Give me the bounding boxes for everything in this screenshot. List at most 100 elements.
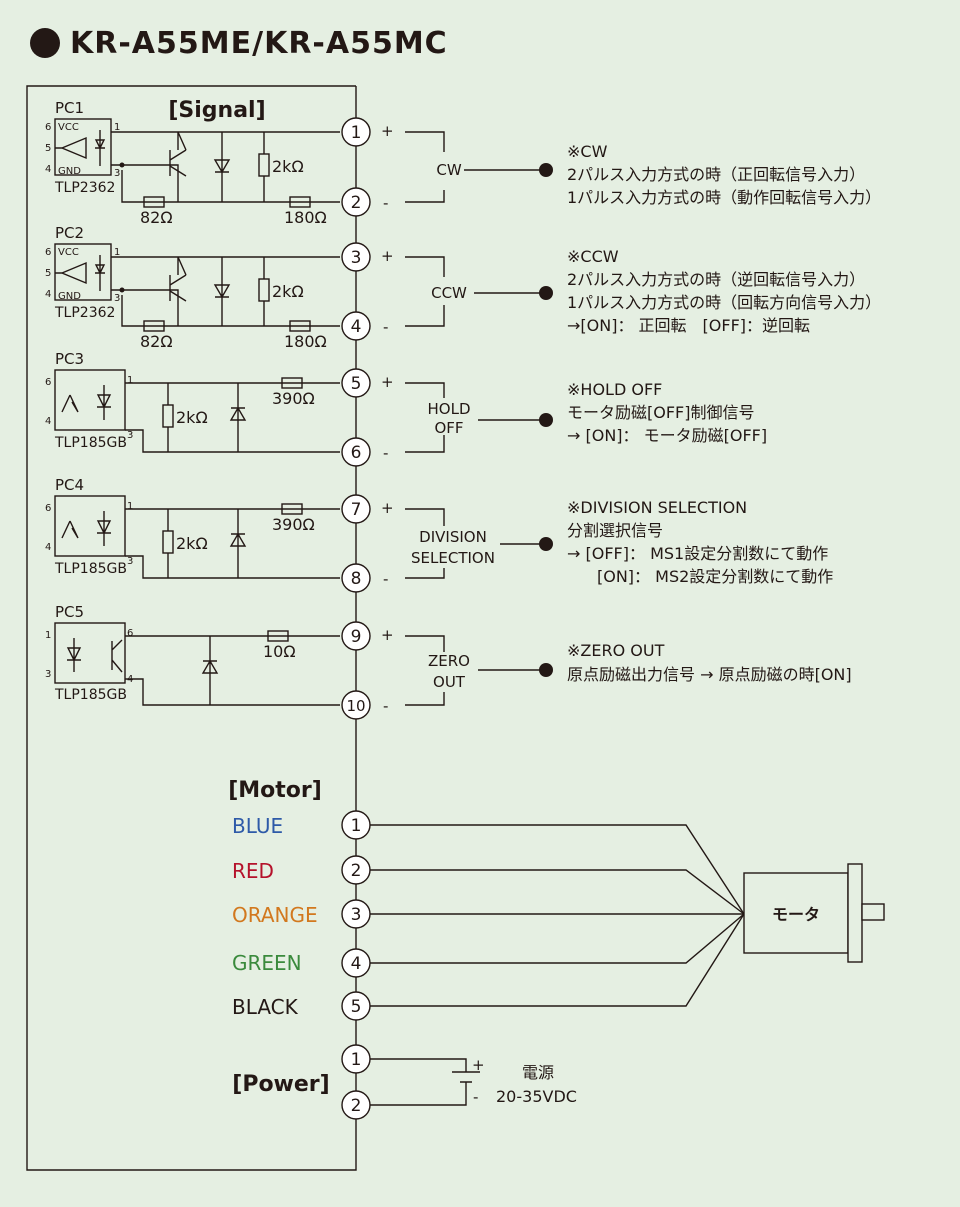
svg-text:2パルス入力方式の時（逆回転信号入力）: 2パルス入力方式の時（逆回転信号入力）: [567, 270, 865, 289]
signal-label-ccw: CCW: [431, 284, 467, 302]
svg-text:6: 6: [45, 503, 51, 514]
power-pin-1: [341, 1044, 371, 1074]
svg-text:1パルス入力方式の時（動作回転信号入力）: 1パルス入力方式の時（動作回転信号入力）: [567, 188, 881, 207]
title-text: KR-A55ME/KR-A55MC: [70, 25, 448, 61]
svg-text:3: 3: [351, 248, 362, 268]
svg-text:1: 1: [127, 375, 133, 386]
pc2-buffer-icon: [55, 261, 87, 285]
svg-text:2kΩ: 2kΩ: [272, 282, 304, 301]
pc4-name: PC4: [55, 476, 84, 494]
pc2-part: TLP2362: [54, 305, 115, 321]
svg-text:180Ω: 180Ω: [284, 332, 327, 351]
signal-pin-9: [341, 621, 371, 651]
svg-text:モータ励磁[OFF]制御信号: モータ励磁[OFF]制御信号: [567, 403, 755, 422]
svg-text:3: 3: [351, 905, 362, 925]
svg-text:※CCW: ※CCW: [567, 247, 619, 266]
svg-text:[ON]： MS2設定分割数にて動作: [ON]： MS2設定分割数にて動作: [597, 567, 833, 586]
signal-pin-7: [341, 494, 371, 524]
svg-text:3: 3: [114, 293, 120, 304]
signal-heading: [Signal]: [168, 98, 265, 123]
svg-text:2: 2: [351, 193, 362, 213]
pc1-chip: [54, 118, 112, 176]
signal-label-cw: CW: [436, 161, 461, 179]
pc3-chip: [54, 369, 126, 431]
motor-wires: BLUE RED ORANGE GREEN BLACK 1 2 3 4 5: [232, 810, 745, 1021]
pc3-phototransistor-icon: [61, 394, 79, 413]
svg-text:6: 6: [45, 377, 51, 388]
svg-text:※HOLD OFF: ※HOLD OFF: [567, 380, 662, 399]
svg-text:10: 10: [346, 697, 365, 715]
svg-text:7: 7: [351, 500, 362, 520]
pc1-res-180-label: 180Ω: [284, 208, 327, 227]
svg-text:-: -: [383, 318, 388, 336]
pc2-transistor-icon: [169, 256, 187, 302]
pc1-res-82-label: 82Ω: [140, 208, 173, 227]
wire-black-label: BLACK: [232, 995, 299, 1019]
pc1-transistor-icon: [169, 131, 187, 177]
svg-text:1: 1: [351, 816, 362, 836]
pc1-part: TLP2362: [54, 180, 115, 196]
pc1-pin-1: 1: [114, 122, 120, 133]
wire-red-label: RED: [232, 859, 274, 883]
motor-pin-1: [341, 810, 371, 840]
svg-text:+: +: [381, 626, 394, 644]
pc4-chip: [54, 495, 126, 557]
pc5-part: TLP185GB: [54, 687, 127, 703]
svg-text:1: 1: [351, 1050, 362, 1070]
power-heading: [Power]: [232, 1072, 329, 1097]
pc3-name: PC3: [55, 350, 84, 368]
motor-pin-2: [341, 855, 371, 885]
svg-text:5: 5: [351, 997, 362, 1017]
svg-text:-: -: [383, 444, 388, 462]
signal-descriptions: ※CW 2パルス入力方式の時（正回転信号入力） 1パルス入力方式の時（動作回転信…: [567, 142, 881, 684]
motor-heading: [Motor]: [228, 778, 322, 803]
power-supply: + - 1 2 電源 20-35VDC: [341, 1044, 577, 1120]
pc5-circuit: PC5 1 3 6 4 TLP185GB 10Ω: [45, 603, 340, 706]
signal-pin-4: [341, 311, 371, 341]
svg-text:1: 1: [351, 123, 362, 143]
svg-text:4: 4: [351, 954, 362, 974]
power-pin-2: [341, 1090, 371, 1120]
pc1-circuit: PC1 VCC GND 6 5 4 1 3 TLP2362 2kΩ 82Ω 18…: [45, 99, 340, 227]
motor-pin-5: [341, 991, 371, 1021]
motor-block: モータ: [743, 863, 885, 963]
svg-text:3: 3: [127, 430, 133, 441]
signal-pin-3: [341, 242, 371, 272]
pc1-pin-3: 3: [114, 168, 120, 179]
pc3-led-icon: [96, 385, 112, 420]
svg-text:2kΩ: 2kΩ: [176, 534, 208, 553]
signal-pin-1: [341, 117, 371, 147]
signal-label-off: OFF: [434, 419, 463, 437]
pc5-diode-icon: [201, 636, 219, 705]
pc2-circuit: PC2 VCC GND 6 5 4 1 3 TLP2362 2kΩ 82Ω 18…: [45, 224, 340, 351]
motor-pin-4: [341, 948, 371, 978]
wire-blue-label: BLUE: [232, 814, 283, 838]
svg-text:-: -: [383, 570, 388, 588]
title-bullet-icon: [30, 28, 60, 58]
signal-label-out: OUT: [433, 673, 466, 691]
signal-brackets: + - + - + - + - + -: [381, 122, 553, 715]
pc5-chip: [54, 622, 126, 684]
svg-text:1パルス入力方式の時（回転方向信号入力）: 1パルス入力方式の時（回転方向信号入力）: [567, 293, 881, 312]
pc2-name: PC2: [55, 224, 84, 242]
pc4-diode-icon: [229, 509, 247, 578]
pc1-buffer-icon: [55, 136, 87, 160]
svg-text:4: 4: [45, 416, 51, 427]
svg-text:4: 4: [351, 317, 362, 337]
svg-text:8: 8: [351, 569, 362, 589]
svg-text:※DIVISION SELECTION: ※DIVISION SELECTION: [567, 498, 747, 517]
svg-text:-: -: [383, 697, 388, 715]
motor-label: モータ: [772, 905, 820, 924]
pc1-wires: [111, 131, 340, 203]
signal-pin-5: [341, 368, 371, 398]
pc4-phototransistor-icon: [61, 520, 79, 539]
pc3-part: TLP185GB: [54, 435, 127, 451]
svg-text:5: 5: [351, 374, 362, 394]
svg-text:5: 5: [45, 268, 51, 279]
pc1-gnd-label: GND: [58, 166, 81, 177]
pc2-diode2-icon: [213, 257, 231, 326]
svg-text:4: 4: [45, 289, 51, 300]
svg-text:分割選択信号: 分割選択信号: [567, 521, 663, 540]
pc1-diode2-icon: [213, 132, 231, 202]
